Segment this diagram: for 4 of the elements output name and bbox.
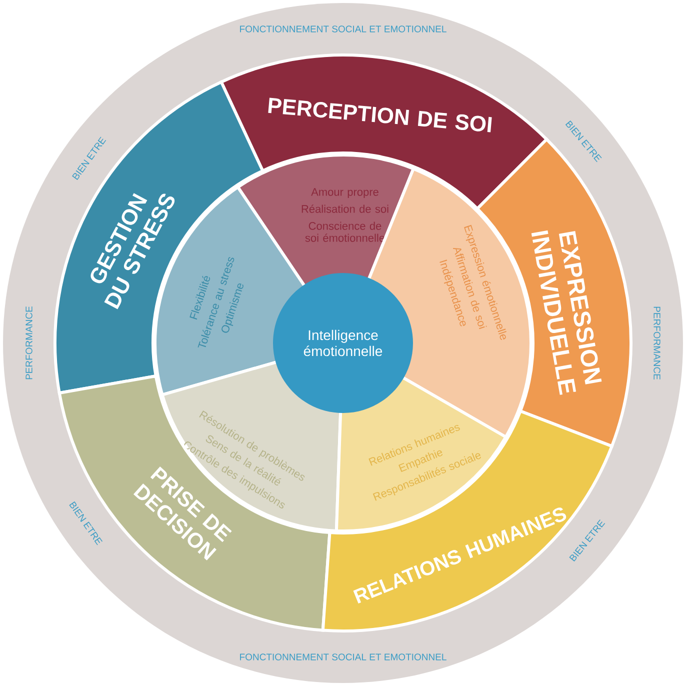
ring-label: PERFORMANCE [26, 306, 32, 380]
ring-label: FONCTIONNEMENT SOCIAL ET EMOTIONNEL [240, 26, 446, 32]
ring-label: FONCTIONNEMENT SOCIAL ET EMOTIONNEL [240, 654, 446, 660]
ring-label: PERFORMANCE [654, 306, 660, 380]
